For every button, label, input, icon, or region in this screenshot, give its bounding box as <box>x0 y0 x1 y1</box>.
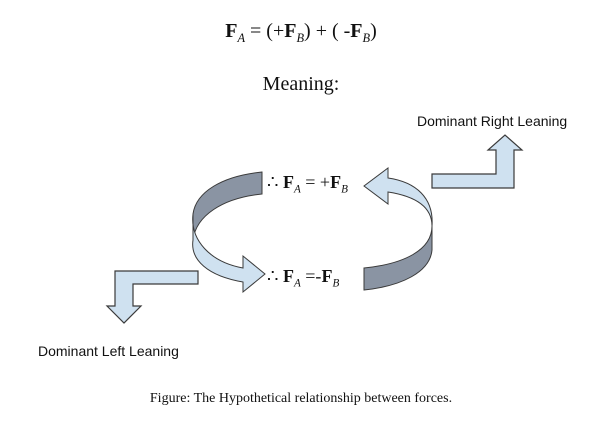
figure-caption: Figure: The Hypothetical relationship be… <box>149 391 453 406</box>
subscript: A <box>237 30 246 45</box>
equation-text: =- <box>300 266 322 286</box>
force-symbol: F <box>284 20 297 42</box>
subscript: B <box>296 30 305 45</box>
subscript: B <box>362 30 371 45</box>
force-symbol: F <box>282 266 294 286</box>
dominant-right-label: Dominant Right Leaning <box>417 113 568 129</box>
force-symbol: F <box>321 266 333 286</box>
subscript: B <box>341 183 348 196</box>
left-leaning-arrow <box>105 270 199 324</box>
right-curved-arrow-front <box>363 167 433 227</box>
force-symbol: F <box>330 172 342 192</box>
equal-case-equation: ∴ FA = +FB <box>267 172 348 195</box>
equation-text: = + <box>300 172 331 192</box>
therefore-symbol: ∴ <box>267 172 279 192</box>
force-symbol: F <box>282 172 294 192</box>
subscript: A <box>293 277 301 290</box>
opposite-case-equation: ∴ FA =-FB <box>267 266 339 289</box>
meaning-heading: Meaning: <box>262 73 340 95</box>
subscript: A <box>293 183 301 196</box>
right-leaning-arrow <box>431 134 524 189</box>
subscript: B <box>332 277 340 290</box>
force-symbol: F <box>350 20 363 42</box>
equation-text: ) <box>370 20 377 42</box>
equation-text: ) + ( - <box>304 20 351 42</box>
right-curved-arrow-back <box>363 225 433 291</box>
left-curved-arrow-front <box>192 213 266 294</box>
therefore-symbol: ∴ <box>267 266 279 286</box>
left-curved-arrow-back <box>192 171 263 241</box>
force-symbol: F <box>225 20 238 42</box>
main-equation: FA = (+FB) + ( -FB) <box>0 20 602 46</box>
dominant-left-label: Dominant Left Leaning <box>38 343 179 359</box>
equation-text: = (+ <box>245 20 285 42</box>
